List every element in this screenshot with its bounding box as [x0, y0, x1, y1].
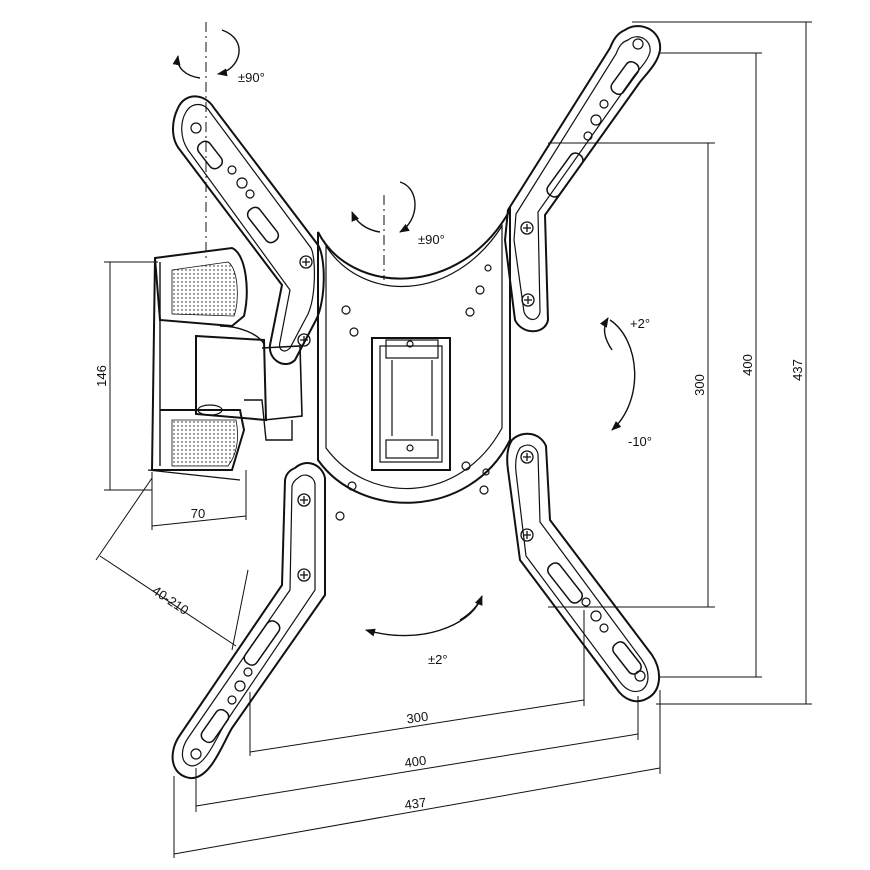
- rotate-center-label: ±90°: [418, 232, 445, 247]
- dimension-vertical-437: 437: [632, 21, 812, 705]
- level-indicator: [365, 595, 483, 637]
- dimension-horizontal-437-label: 437: [404, 795, 428, 813]
- dimension-wall-plate-width-label: 70: [191, 506, 205, 521]
- tilt-up-label: +2°: [630, 316, 650, 331]
- dimension-vertical-400-label: 400: [740, 354, 755, 376]
- level-adjust-label: ±2°: [428, 652, 448, 667]
- dimension-vertical-437-label: 437: [790, 359, 805, 381]
- dimension-horizontal-400-label: 400: [404, 753, 428, 771]
- tilt-indicator: [599, 317, 636, 431]
- dimension-horizontal-300-label: 300: [406, 709, 430, 727]
- wall-plate: [147, 246, 248, 481]
- dimension-vertical-400: 400: [660, 52, 762, 678]
- dimension-wall-plate-height-label: 146: [94, 365, 109, 387]
- dimension-extension-range: 40-210: [95, 477, 249, 651]
- dimension-horizontal-300: 300: [249, 610, 585, 756]
- dimension-wall-plate-height: 146: [94, 261, 158, 491]
- dimension-wall-plate-width: 70: [151, 470, 247, 530]
- rotate-center-indicator: [351, 181, 416, 280]
- dimension-vertical-300-label: 300: [692, 374, 707, 396]
- dimension-horizontal-400: 400: [195, 696, 639, 812]
- bracket-arm-lower-right: [506, 432, 660, 703]
- dimension-extension-range-label: 40-210: [150, 583, 192, 618]
- swivel-top-indicator: [172, 22, 240, 260]
- swivel-top-label: ±90°: [238, 70, 265, 85]
- center-bracket: [371, 337, 451, 471]
- arm-screws: [297, 221, 535, 582]
- tilt-down-label: -10°: [628, 434, 652, 449]
- bracket-arm-upper-right: [503, 25, 662, 333]
- center-mount-plate: [317, 206, 511, 521]
- bracket-arm-lower-left: [171, 462, 326, 780]
- articulating-arm: [195, 325, 303, 441]
- dimension-horizontal-437: 437: [173, 690, 661, 858]
- dimension-vertical-300: 300: [548, 142, 715, 608]
